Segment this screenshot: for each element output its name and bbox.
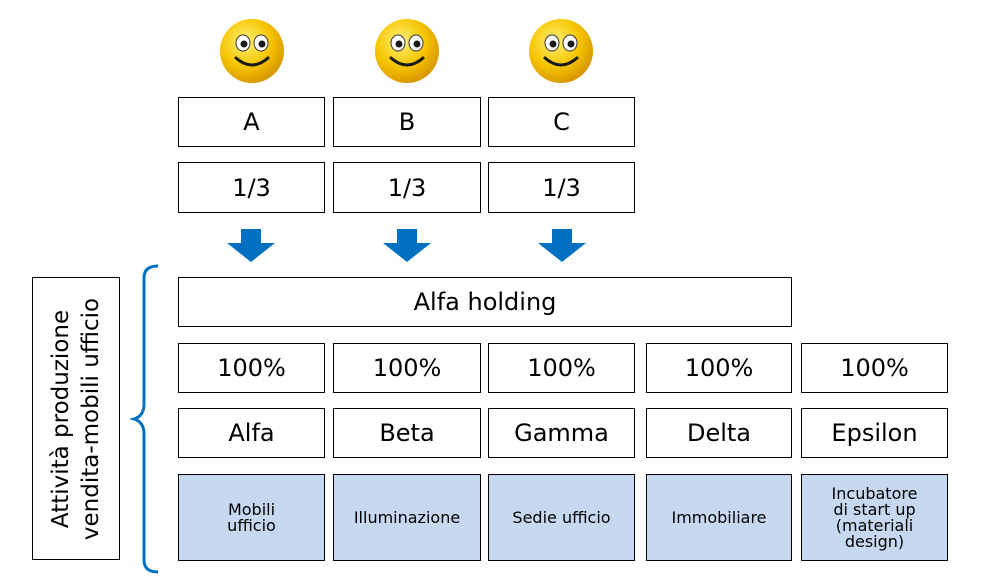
smiley-face-icon [529, 19, 593, 83]
arrow-down-icon [383, 229, 431, 262]
holding-box: Alfa holding [178, 277, 792, 327]
subsidiary-activity: Mobili ufficio [178, 474, 325, 561]
side-label-line2: vendita-mobili ufficio [78, 297, 104, 540]
subsidiary-share: 100% [801, 343, 948, 393]
side-label-text: Attività produzione vendita-mobili uffic… [46, 297, 106, 539]
subsidiary-name: Epsilon [801, 408, 948, 458]
subsidiary-share: 100% [178, 343, 325, 393]
side-label-box: Attività produzione vendita-mobili uffic… [32, 277, 120, 560]
subsidiary-name: Delta [646, 408, 792, 458]
subsidiary-activity: Immobiliare [646, 474, 792, 561]
subsidiary-activity: Sedie ufficio [488, 474, 635, 561]
side-label-line1: Attività produzione [48, 309, 74, 528]
subsidiary-share: 100% [646, 343, 792, 393]
subsidiary-activity: Illuminazione [333, 474, 481, 561]
subsidiary-share: 100% [488, 343, 635, 393]
subsidiary-name: Beta [333, 408, 481, 458]
shareholder-c-box: C [488, 97, 635, 147]
subsidiary-share: 100% [333, 343, 481, 393]
smiley-face-icon [220, 19, 284, 83]
arrow-down-icon [227, 229, 275, 262]
shareholder-b-box: B [333, 97, 481, 147]
subsidiary-activity: Incubatore di start up (materiali design… [801, 474, 948, 561]
arrow-down-icon [538, 229, 586, 262]
shareholder-b-share: 1/3 [333, 162, 481, 213]
subsidiary-name: Gamma [488, 408, 635, 458]
subsidiary-name: Alfa [178, 408, 325, 458]
shareholder-a-share: 1/3 [178, 162, 325, 213]
curly-bracket-icon [130, 264, 159, 574]
shareholder-a-box: A [178, 97, 325, 147]
smiley-face-icon [375, 19, 439, 83]
shareholder-c-share: 1/3 [488, 162, 635, 213]
